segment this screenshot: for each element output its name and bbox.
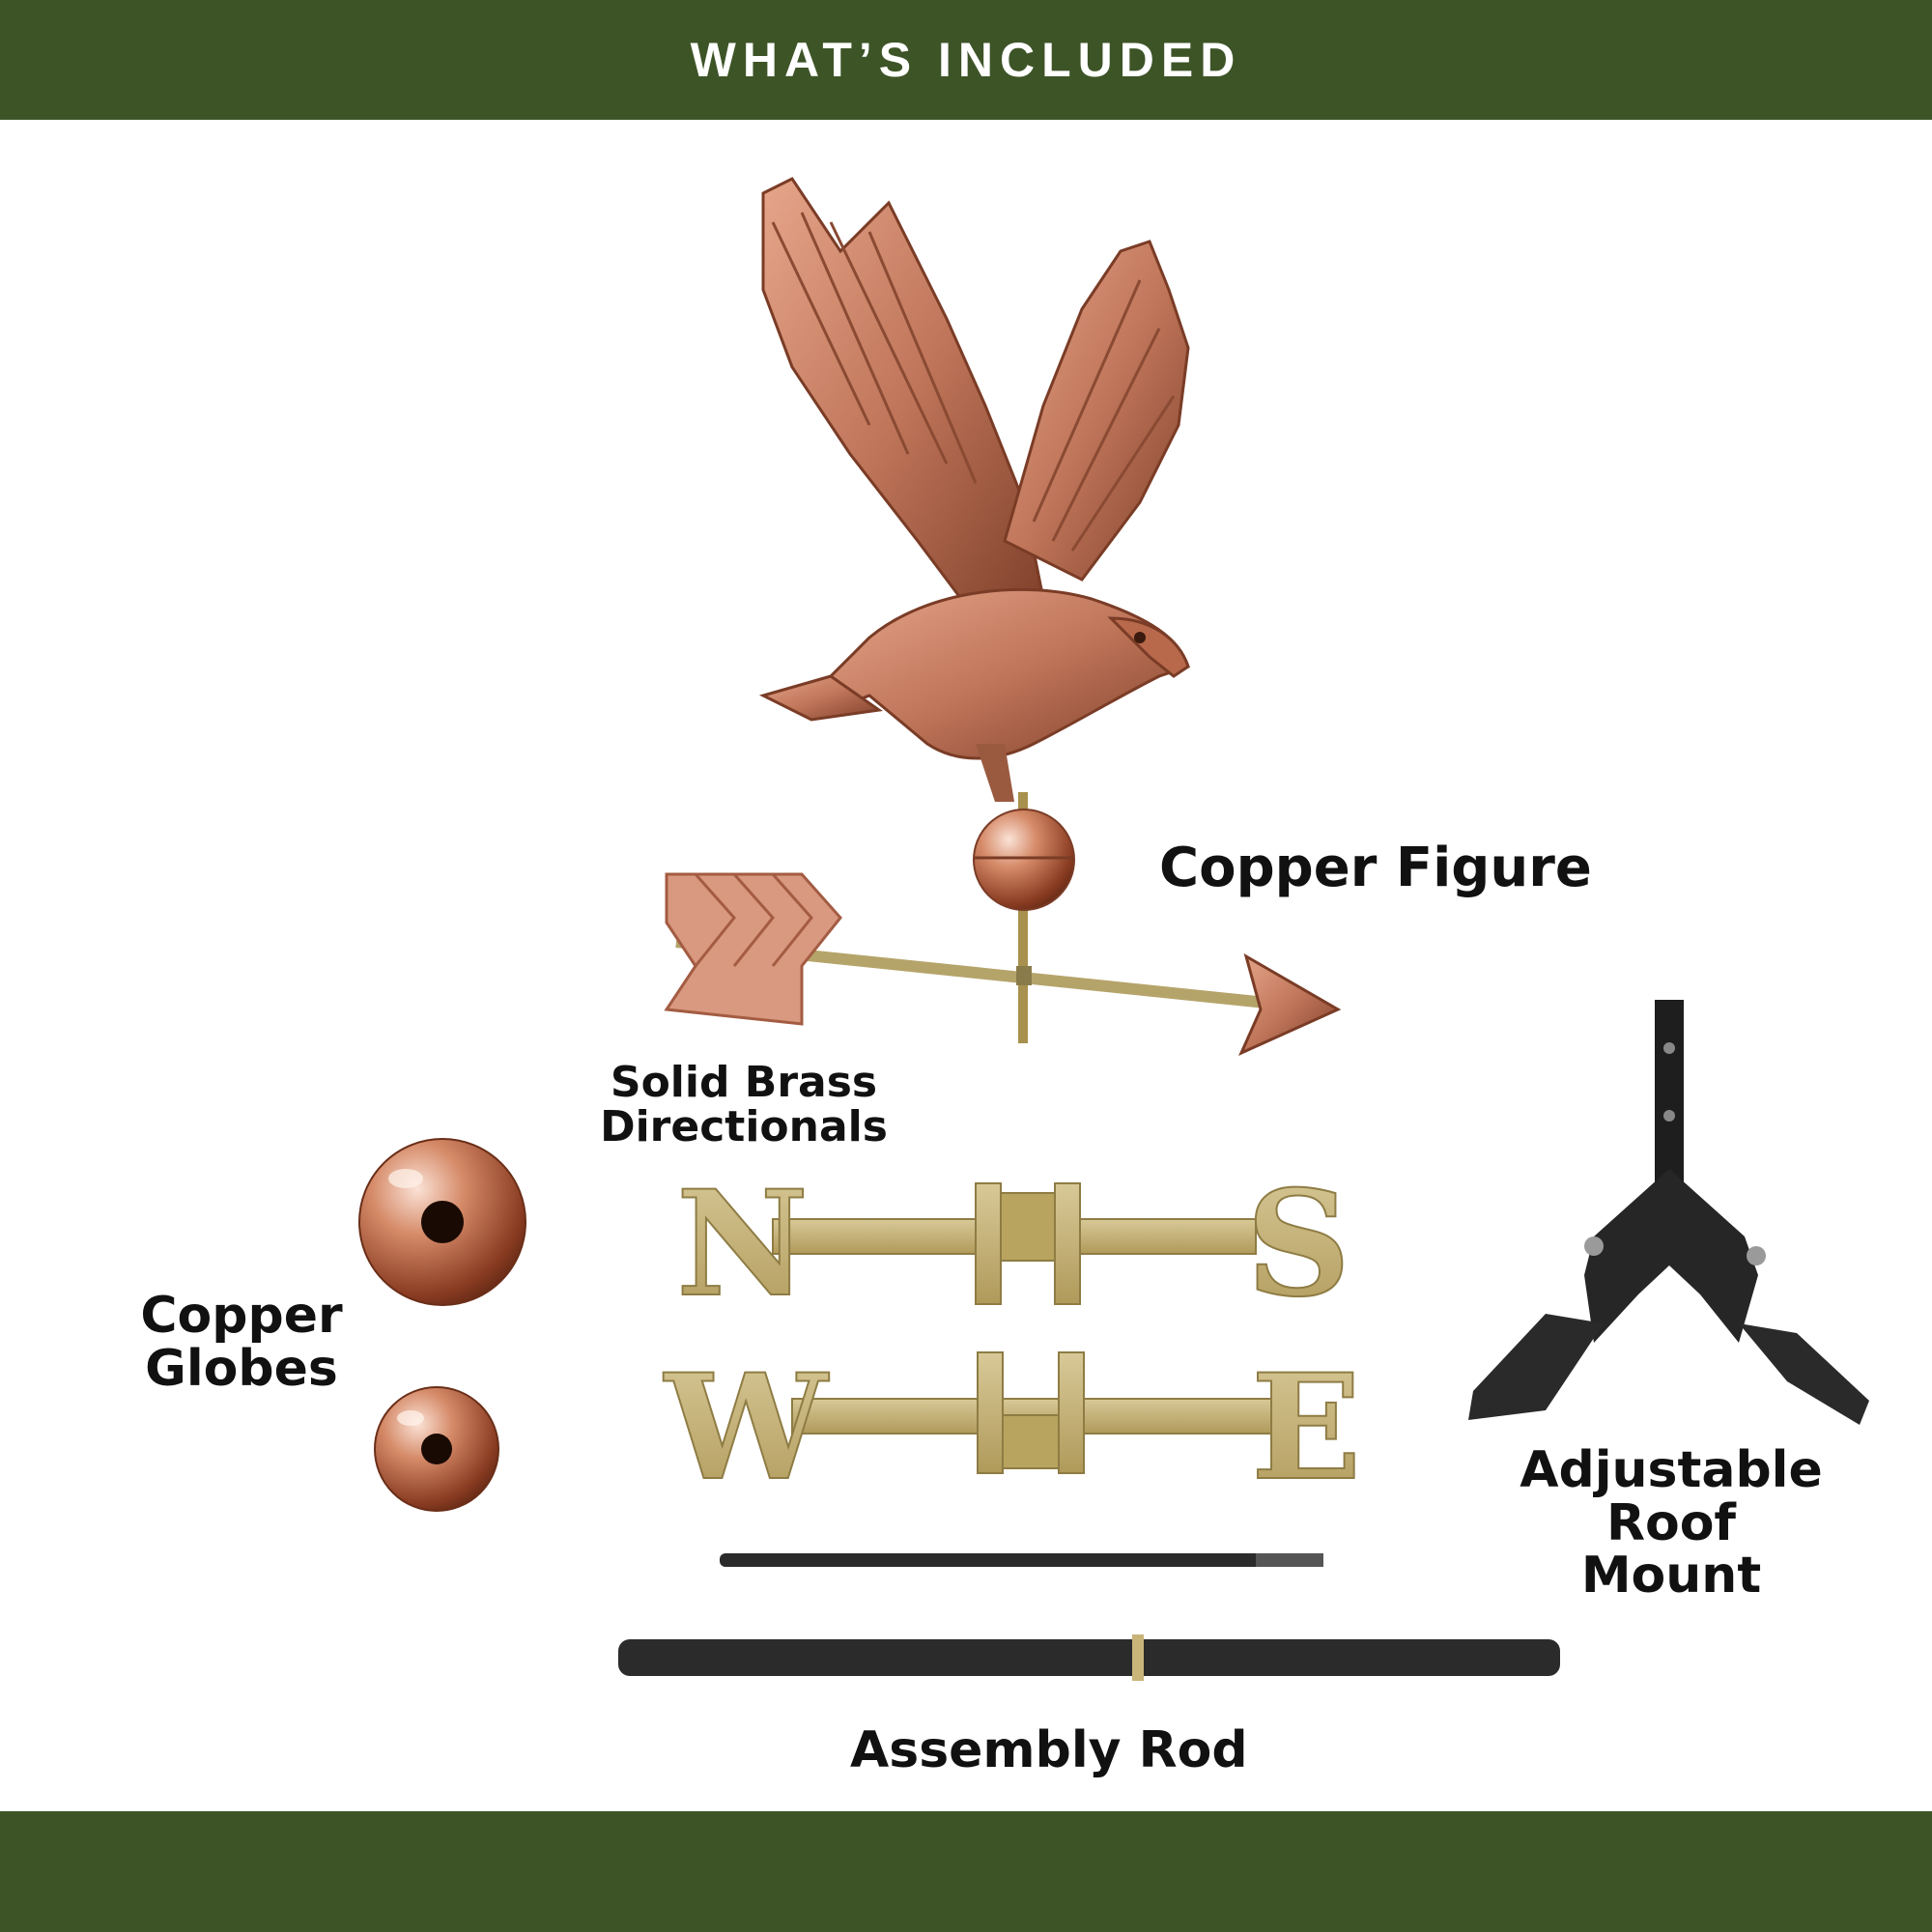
directional-we-icon: W E [662,1342,1362,1514]
banner-title: WHAT’S INCLUDED [690,33,1242,87]
label-copper-globes: Copper Globes [126,1290,357,1395]
label-line: Mount [1580,1547,1762,1605]
directional-ns-icon: N S [675,1158,1351,1330]
assembly-rod-thick-icon [618,1634,1560,1681]
direction-w: W [663,1343,830,1513]
eagle-weathervane-icon [758,177,1190,1043]
direction-s: S [1246,1159,1350,1329]
label-line: Directionals [600,1102,888,1152]
label-line: Solid Brass [610,1058,878,1107]
roof-mount-icon [1468,1000,1869,1425]
direction-e: E [1251,1343,1361,1513]
label-line: Globes [145,1339,338,1398]
label-copper-figure: Copper Figure [1159,837,1592,899]
arrow-icon [664,872,1342,1056]
label-solid-brass-directionals: Solid Brass Directionals [599,1058,889,1152]
assembly-rod-thin-icon [720,1553,1323,1567]
label-line: Adjustable [1520,1441,1823,1499]
label-line: Roof [1605,1493,1737,1552]
label-assembly-rod: Assembly Rod [850,1721,1248,1779]
direction-n: N [676,1159,809,1329]
footer-banner [0,1811,1932,1932]
label-adjustable-roof-mount: Adjustable Roof Mount [1517,1444,1826,1603]
label-line: Copper [140,1287,343,1345]
header-banner: WHAT’S INCLUDED [0,0,1932,120]
copper-globe-large-icon [358,1138,526,1306]
copper-globe-small-icon [374,1386,499,1512]
